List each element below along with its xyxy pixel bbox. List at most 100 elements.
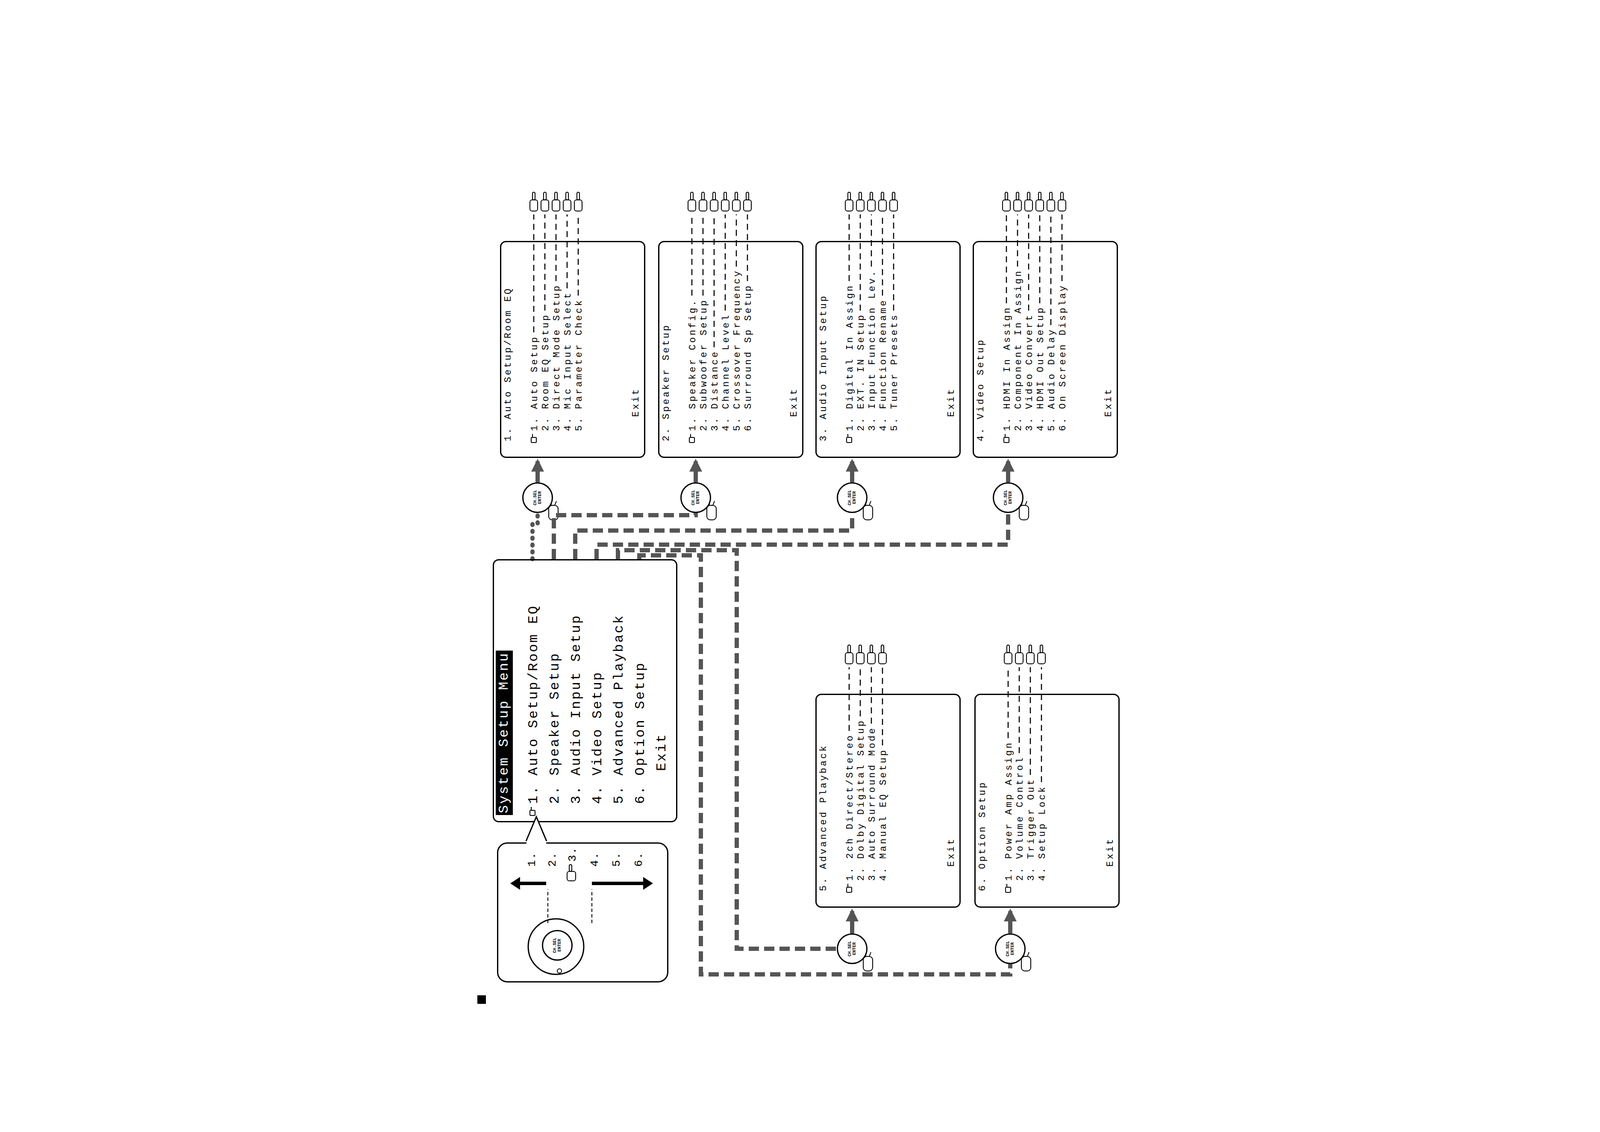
- menu-item: 1. Speaker Config.: [687, 298, 699, 432]
- section-bullet: [477, 995, 486, 1005]
- leader-line: [870, 667, 873, 724]
- finger-icon: [1004, 645, 1012, 665]
- menu-box: 5. Advanced Playback 1. 2ch Direct/Stereo…: [815, 694, 961, 909]
- menu-item: 1. Auto Setup/Room EQ: [523, 605, 545, 805]
- leader-line: [848, 214, 850, 282]
- finger-icon: [710, 192, 718, 212]
- callout-wedge-edge: [526, 817, 547, 842]
- dial-number: 3.: [564, 847, 582, 862]
- finger-icon: [1002, 192, 1011, 212]
- button-label: CH.SEL ENTER: [532, 488, 543, 508]
- finger-icon: [563, 192, 571, 212]
- arrow-connector: [1008, 911, 1013, 934]
- menu-box: 3. Audio Input Setup 1. Digital In Assign…: [815, 241, 961, 459]
- leader-line: [893, 214, 895, 311]
- menu-item: 3. Input Function Lev.: [867, 269, 879, 432]
- finger-icon: [541, 192, 549, 212]
- menu-exit: Exit: [1105, 837, 1117, 868]
- leader-line: [1039, 214, 1041, 304]
- leader-line: [691, 214, 693, 296]
- menu-item: 4. Channel Level: [720, 313, 733, 432]
- enter-button: CH.SEL ENTER: [522, 482, 553, 514]
- menu-item: 3. Distance: [709, 350, 721, 432]
- scroll-arrow: [591, 882, 646, 886]
- menu-item: 4. Mic Input Select: [562, 291, 574, 432]
- menu-box: 4. Video Setup1. HDMI In Assign2. Compon…: [972, 241, 1118, 459]
- dashed-connector: [617, 550, 837, 950]
- finger-icon: [878, 192, 887, 212]
- finger-icon: [529, 192, 538, 212]
- pointer-icon: [529, 807, 536, 816]
- menu-item: 5. Tuner Presets: [889, 313, 901, 432]
- leader-line: [533, 214, 535, 333]
- menu-title: 4. Video Setup: [975, 338, 987, 442]
- menu-item: 1. Auto Setup: [529, 335, 541, 432]
- leader-line: [1018, 667, 1021, 754]
- menu-exit: Exit: [946, 837, 958, 868]
- finger-icon: [721, 192, 730, 212]
- pointer-hand: [567, 864, 576, 882]
- menu-item: 1. Digital In Assign: [844, 284, 856, 432]
- menu-item: 4. Setup Lock: [1037, 785, 1049, 882]
- arrow-connector: [1005, 461, 1011, 483]
- menu-item: 2. Subwoofer Setup: [698, 298, 710, 432]
- menu-item: 3. Direct Mode Setup: [551, 284, 563, 432]
- finger-icon: [845, 645, 853, 665]
- menu-box: 1. Auto Setup/Room EQ1. Auto Setup2. Roo…: [500, 241, 646, 459]
- menu-exit: Exit: [946, 387, 958, 418]
- pointer-icon: [1005, 884, 1011, 893]
- menu-item: 5. Crossover Frequency: [732, 269, 744, 432]
- finger-icon: [1024, 192, 1033, 212]
- leader-line: [713, 214, 715, 348]
- finger-icon: [1047, 192, 1055, 212]
- menu-item: 3. Video Convert: [1024, 313, 1036, 432]
- button-label: CH.SEL ENTER: [847, 939, 857, 959]
- menu-box: 6. Option Setup1. Power Amp Assign2. Vol…: [974, 694, 1120, 909]
- finger-icon: [878, 645, 887, 665]
- dial-ring: [528, 919, 584, 975]
- button-label: CH.SEL ENTER: [847, 488, 857, 508]
- finger-icon: [889, 192, 898, 212]
- menu-title: System Setup Menu: [495, 650, 513, 816]
- callout-wedge-fill: [526, 817, 547, 845]
- finger-icon: [856, 645, 865, 665]
- menu-item: 6. On Screen Display: [1057, 284, 1069, 432]
- leader-line: [882, 214, 884, 296]
- leader-line: [882, 667, 884, 746]
- finger-icon: [688, 192, 696, 212]
- leader-line: [1005, 214, 1008, 304]
- menu-item: 2. Component In Assign: [1013, 269, 1025, 432]
- scroll-arrow-head: [643, 877, 653, 891]
- pointer-icon: [846, 884, 852, 893]
- menu-item: 6. Surround Sp Setup: [743, 284, 755, 432]
- enter-button: CH.SEL ENTER: [836, 933, 868, 965]
- dial-dot: [557, 969, 562, 974]
- leader-line: [1050, 214, 1052, 326]
- arrow-connector: [850, 461, 855, 483]
- dashed-connector: [532, 513, 538, 560]
- finger-icon: [867, 645, 876, 665]
- menu-title: 5. Advanced Playback: [818, 744, 830, 892]
- menu-exit: Exit: [788, 387, 800, 418]
- leader-line: [1029, 667, 1032, 776]
- menu-item: 5. Parameter Check: [573, 298, 586, 432]
- finger-icon: [867, 192, 876, 212]
- leader-line: [555, 214, 557, 282]
- menu-box: System Setup Menu1. Auto Setup/Room EQ2.…: [492, 559, 678, 823]
- menu-title: 3. Audio Input Setup: [818, 294, 830, 442]
- leader-line: [859, 667, 862, 717]
- turn-guide: [547, 889, 549, 924]
- leader-line: [1028, 214, 1030, 311]
- leader-line: [566, 214, 568, 289]
- menu-item: 4. Video Setup: [587, 671, 609, 805]
- menu-item: 5. Advanced Playback: [608, 614, 630, 805]
- menu-box: 2. Speaker Setup1. Speaker Config.2. Sub…: [658, 241, 804, 459]
- leader-line: [870, 214, 873, 267]
- dial-number: 2.: [544, 852, 562, 868]
- enter-button: CH.SEL ENTER: [994, 933, 1026, 965]
- enter-button: CH.SEL ENTER: [680, 482, 712, 514]
- menu-exit: Exit: [630, 387, 642, 418]
- finger-icon: [1037, 645, 1046, 665]
- leader-line: [747, 214, 749, 282]
- menu-item: 1. 2ch Direct/Stereo: [844, 734, 856, 882]
